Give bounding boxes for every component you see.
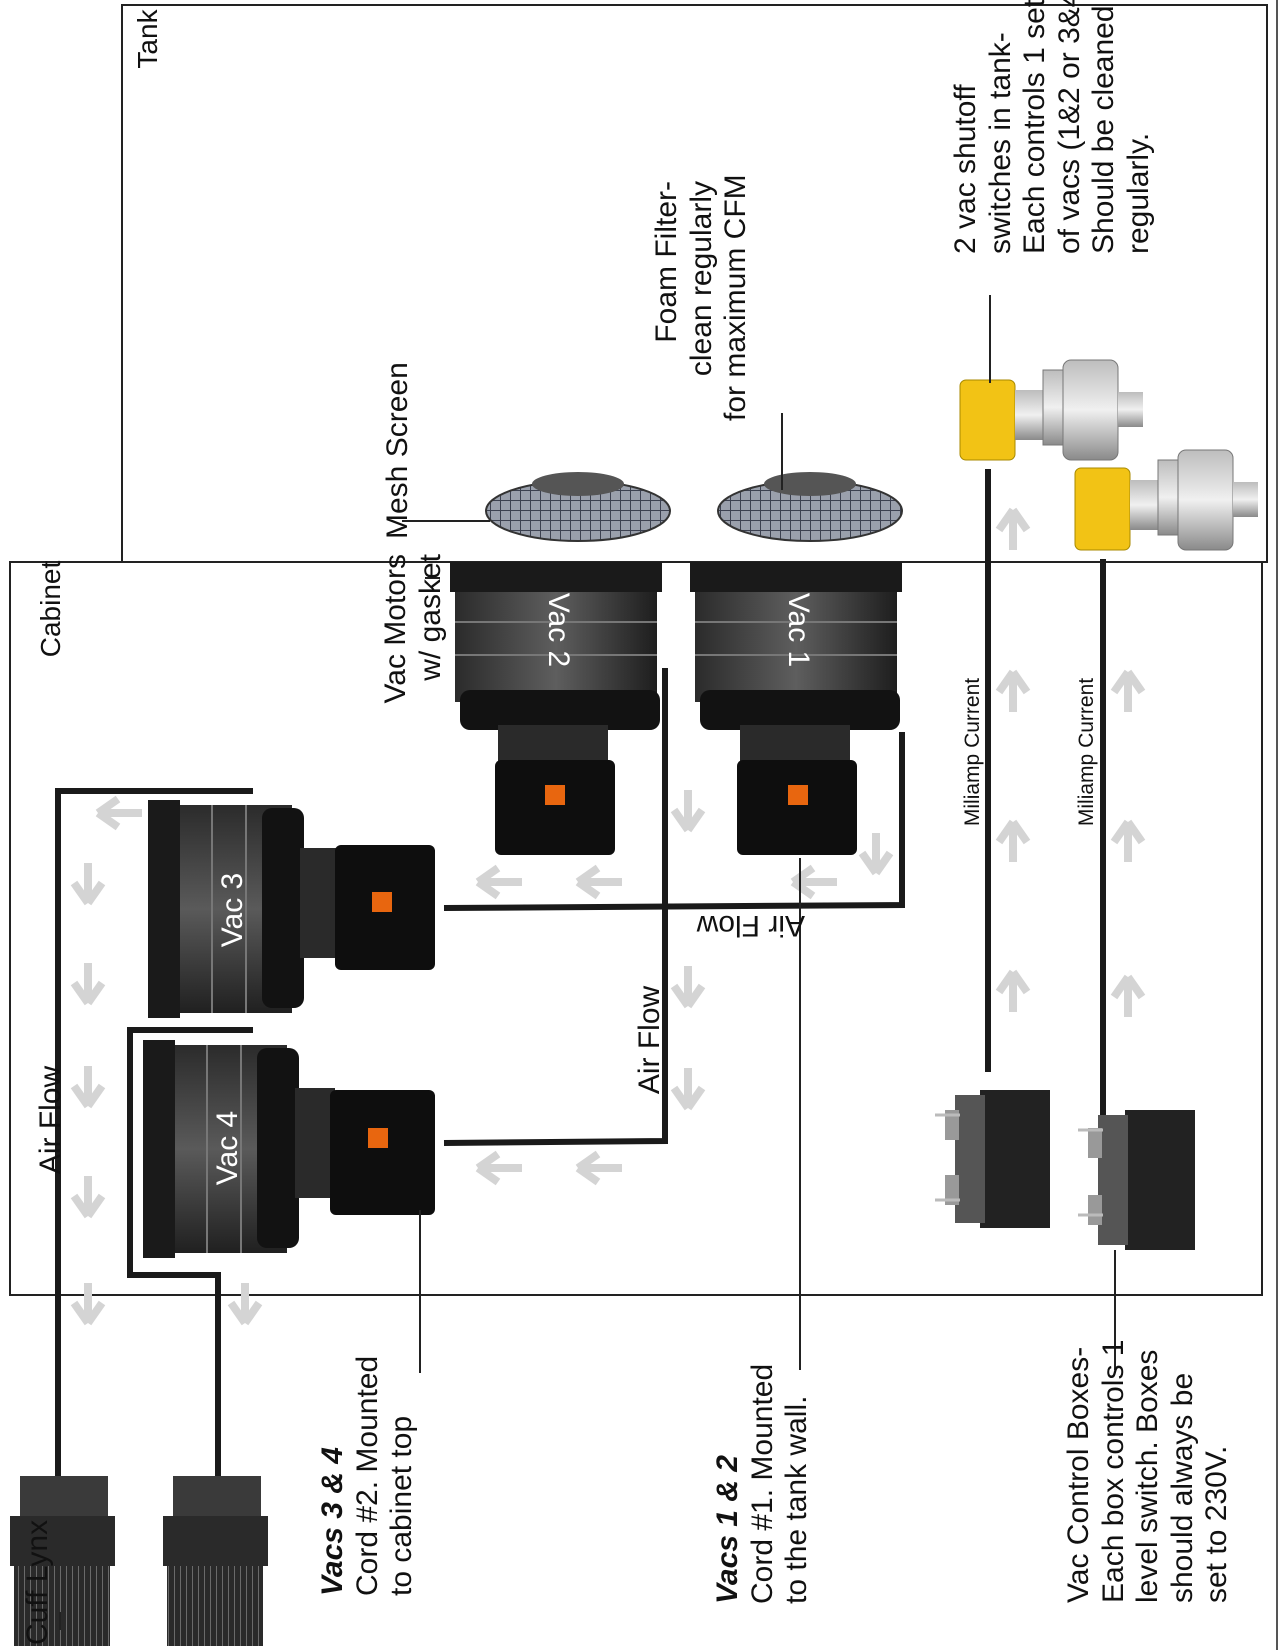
shutoff-switch-1: [960, 360, 1143, 460]
vac-control-box-1: [935, 1090, 1050, 1228]
shutoff-line-3: Each controls 1 set: [1018, 0, 1051, 254]
tank-label: Tank: [132, 9, 166, 69]
miliamp-current-label-2: Miliamp Current: [1075, 662, 1099, 842]
control-boxes-line-2: Each box controls 1: [1097, 1340, 1130, 1603]
vac-2-label: Vac 2: [541, 585, 575, 675]
vacs-1-2-title: Vacs 1 & 2: [711, 1455, 744, 1604]
foam-filter: [718, 472, 902, 541]
air-flow-label-inverted: Air Flow: [690, 908, 805, 942]
shutoff-line-4: of vacs (1&2 or 3&4).: [1053, 0, 1086, 254]
vac-4-motor: [143, 1040, 435, 1258]
vacs-1-2-label: Vacs 1 & 2 Cord #1. Mounted to the tank …: [711, 1354, 823, 1604]
mesh-screen-label: Mesh Screen: [381, 349, 417, 539]
cuff-lynx-label: Cuff Lynx: [21, 1515, 55, 1645]
vac-3-motor: [148, 800, 435, 1018]
vac-motors-line-2: w/ gasket: [414, 554, 447, 681]
mesh-screen: [486, 472, 670, 541]
foam-filter-label: Foam Filter- clean regularly for maximum…: [650, 181, 762, 421]
shutoff-switch-label: 2 vac shutoff switches in tank- Each con…: [949, 6, 1161, 254]
vacs-3-4-title: Vacs 3 & 4: [316, 1447, 349, 1596]
vac-4-label: Vac 4: [211, 1103, 245, 1193]
miliamp-current-label-1: Miliamp Current: [961, 662, 985, 842]
shutoff-line-6: regularly.: [1122, 133, 1155, 254]
vacs-3-4-label: Vacs 3 & 4 Cord #2. Mounted to cabinet t…: [316, 1356, 428, 1596]
vac-motors-label: Vac Motors w/ gasket: [379, 554, 455, 714]
control-boxes-line-1: Vac Control Boxes-: [1062, 1347, 1095, 1603]
shutoff-line-5: Should be cleaned: [1087, 5, 1120, 254]
foam-filter-line-3: for maximum CFM: [719, 174, 752, 421]
vacs-1-2-line-2: to the tank wall.: [780, 1396, 813, 1604]
vac-motors-line-1: Vac Motors: [379, 554, 412, 704]
vac-3-label: Vac 3: [216, 865, 250, 955]
shutoff-switch-2: [1075, 450, 1258, 550]
cuff-lynx-connector-2: [163, 1476, 268, 1646]
vac-control-boxes-label: Vac Control Boxes- Each box controls 1 l…: [1062, 1353, 1252, 1603]
air-flow-label-mid: Air Flow: [633, 975, 667, 1105]
foam-filter-line-2: clean regularly: [685, 181, 718, 376]
control-boxes-line-5: set to 230V.: [1200, 1446, 1233, 1603]
cabinet-label: Cabinet: [35, 554, 69, 664]
vac-1-label: Vac 1: [781, 585, 815, 675]
vacs-1-2-line-1: Cord #1. Mounted: [746, 1364, 779, 1604]
shutoff-line-2: switches in tank-: [984, 32, 1017, 254]
foam-filter-line-1: Foam Filter-: [650, 181, 683, 343]
vacs-3-4-line-2: to cabinet top: [385, 1416, 418, 1596]
control-boxes-line-4: should always be: [1166, 1373, 1199, 1603]
vacs-3-4-line-1: Cord #2. Mounted: [351, 1356, 384, 1596]
control-boxes-line-3: level switch. Boxes: [1131, 1350, 1164, 1603]
air-flow-label-left: Air Flow: [34, 1052, 68, 1188]
shutoff-line-1: 2 vac shutoff: [949, 84, 982, 254]
vac-control-box-2: [1078, 1110, 1195, 1250]
